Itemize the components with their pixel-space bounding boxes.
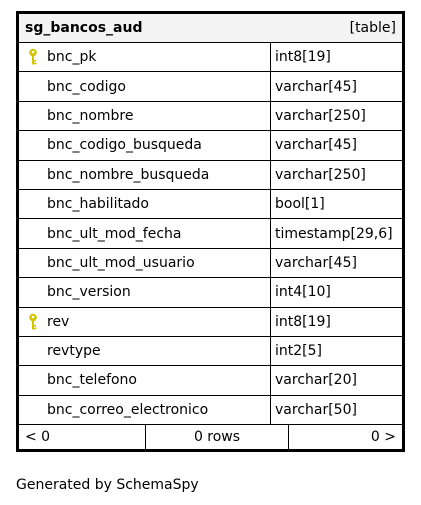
- column-name-cell: bnc_version: [19, 278, 271, 307]
- column-row[interactable]: bnc_telefono varchar[20]: [19, 366, 402, 396]
- column-name: bnc_codigo_busqueda: [47, 137, 202, 154]
- table-footer: < 0 0 rows 0 >: [19, 425, 402, 450]
- column-row[interactable]: bnc_ult_mod_fecha timestamp[29,6]: [19, 219, 402, 249]
- generated-by-label: Generated by SchemaSpy: [16, 477, 199, 493]
- column-row[interactable]: bnc_habilitado bool[1]: [19, 189, 402, 220]
- column-row[interactable]: bnc_ult_mod_usuario varchar[45]: [19, 248, 402, 279]
- column-type: varchar[45]: [275, 254, 357, 271]
- column-row[interactable]: bnc_correo_electronico varchar[50]: [19, 395, 402, 426]
- column-name: bnc_telefono: [47, 372, 137, 389]
- column-row[interactable]: bnc_codigo_busqueda varchar[45]: [19, 131, 402, 161]
- column-type: varchar[45]: [275, 137, 357, 154]
- row-count: 0 rows: [146, 425, 289, 450]
- column-name: revtype: [47, 343, 101, 360]
- column-list: bnc_pk int8[19] bnc_codigo varchar[45] bnc_n…: [19, 43, 402, 426]
- column-name-cell: rev: [19, 307, 271, 336]
- column-type: varchar[45]: [275, 78, 357, 95]
- table-header: sg_bancos_aud [table]: [19, 14, 402, 43]
- key-icon: [29, 48, 37, 65]
- column-row[interactable]: rev int8[19]: [19, 307, 402, 337]
- column-name: bnc_nombre_busqueda: [47, 166, 210, 183]
- key-slot: [19, 48, 47, 66]
- parents-count[interactable]: < 0: [19, 425, 146, 450]
- column-type: bool[1]: [275, 196, 325, 213]
- column-type: varchar[250]: [275, 166, 366, 183]
- column-name: bnc_habilitado: [47, 196, 149, 213]
- column-name-cell: revtype: [19, 336, 271, 366]
- column-row[interactable]: bnc_version int4[10]: [19, 278, 402, 308]
- column-row[interactable]: bnc_nombre varchar[250]: [19, 101, 402, 132]
- column-name-cell: bnc_nombre: [19, 101, 271, 131]
- column-name-cell: bnc_pk: [19, 43, 271, 72]
- column-row[interactable]: revtype int2[5]: [19, 336, 402, 367]
- column-row[interactable]: bnc_codigo varchar[45]: [19, 72, 402, 102]
- column-name-cell: bnc_ult_mod_fecha: [19, 219, 271, 248]
- column-name-cell: bnc_codigo_busqueda: [19, 131, 271, 160]
- column-name-cell: bnc_nombre_busqueda: [19, 160, 271, 189]
- column-type: varchar[20]: [275, 372, 357, 389]
- column-name-cell: bnc_codigo: [19, 72, 271, 101]
- column-name: bnc_ult_mod_fecha: [47, 225, 182, 242]
- table-title: sg_bancos_aud: [25, 20, 143, 36]
- children-count[interactable]: 0 >: [370, 429, 396, 446]
- column-name: bnc_version: [47, 284, 131, 301]
- column-type: varchar[50]: [275, 401, 357, 418]
- column-type: timestamp[29,6]: [275, 225, 393, 242]
- column-row[interactable]: bnc_nombre_busqueda varchar[250]: [19, 160, 402, 190]
- column-name: bnc_nombre: [47, 107, 134, 124]
- column-type: int4[10]: [275, 284, 331, 301]
- column-name: bnc_pk: [47, 49, 97, 66]
- column-type: int8[19]: [275, 313, 331, 330]
- column-name-cell: bnc_telefono: [19, 366, 271, 395]
- key-slot: [19, 313, 47, 331]
- column-name: bnc_codigo: [47, 78, 126, 95]
- column-name: rev: [47, 313, 70, 330]
- column-type: int8[19]: [275, 49, 331, 66]
- table-kind-label: [table]: [349, 20, 396, 36]
- column-row[interactable]: bnc_pk int8[19]: [19, 43, 402, 73]
- column-name: bnc_ult_mod_usuario: [47, 254, 195, 271]
- column-type: varchar[250]: [275, 107, 366, 124]
- column-name-cell: bnc_ult_mod_usuario: [19, 248, 271, 278]
- key-icon: [29, 313, 37, 330]
- column-name-cell: bnc_correo_electronico: [19, 395, 271, 425]
- column-name-cell: bnc_habilitado: [19, 189, 271, 219]
- column-type: int2[5]: [275, 343, 322, 360]
- column-name: bnc_correo_electronico: [47, 401, 209, 418]
